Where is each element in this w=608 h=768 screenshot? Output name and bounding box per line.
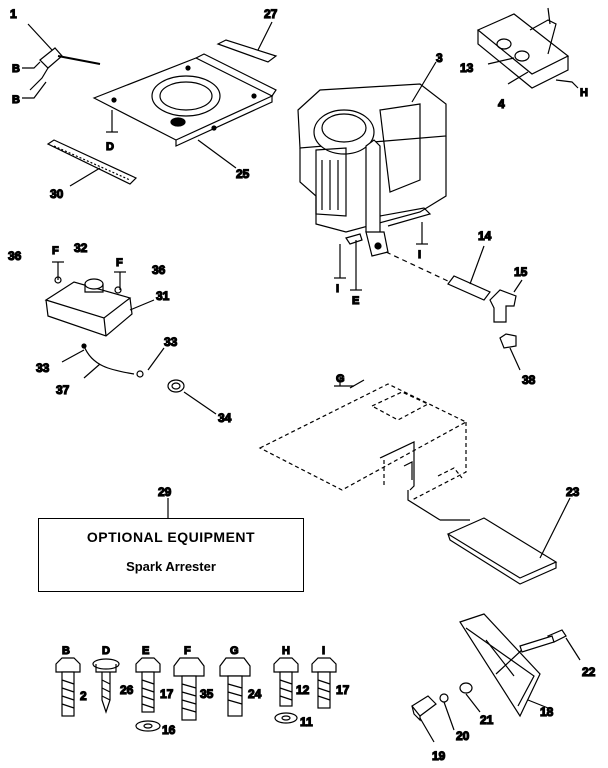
part-22-bolt <box>519 629 581 661</box>
callout-1: 1 <box>10 7 17 21</box>
callout-31: 31 <box>156 289 170 303</box>
hw-i-letter: I <box>322 645 325 657</box>
callout-4: 4 <box>498 97 505 111</box>
hw-bolt-i <box>311 657 337 709</box>
ref-g: G <box>336 373 345 385</box>
hw-bolt-b <box>55 657 81 717</box>
ref-h: H <box>580 87 588 99</box>
hw-bolt-e <box>135 657 161 732</box>
part-30-strip <box>46 139 138 187</box>
callout-33-b: 33 <box>164 335 178 349</box>
callout-14: 14 <box>478 229 492 243</box>
part-34-nut <box>167 379 217 415</box>
hw-bolt-g <box>219 657 251 717</box>
callout-25: 25 <box>236 167 250 181</box>
callout-19: 19 <box>432 749 446 763</box>
part-38-fitting <box>499 333 521 371</box>
part-4-control <box>476 7 579 89</box>
callout-32: 32 <box>74 241 88 255</box>
hw-b-num: 2 <box>80 689 87 703</box>
callout-13: 13 <box>460 61 474 75</box>
part-18-screen <box>459 613 549 718</box>
frame-outline <box>258 383 468 501</box>
hw-h-letter: H <box>282 645 290 657</box>
callout-18: 18 <box>540 705 554 719</box>
part-20-washer <box>439 693 455 731</box>
hw-i-num: 17 <box>336 683 350 697</box>
callout-21: 21 <box>480 713 494 727</box>
frame-bracket <box>334 374 415 491</box>
callout-36-a: 36 <box>8 249 22 263</box>
callout-30: 30 <box>50 187 64 201</box>
callout-23: 23 <box>566 485 580 499</box>
callout-20: 20 <box>456 729 470 743</box>
ref-i: I <box>418 249 421 261</box>
part-19-clip <box>411 695 437 743</box>
spark-arrester-label: Spark Arrester <box>126 559 216 574</box>
callout-29: 29 <box>158 485 172 499</box>
callout-34: 34 <box>218 411 232 425</box>
ref-b-2: B <box>12 94 20 106</box>
optional-equipment-title: OPTIONAL EQUIPMENT <box>86 529 256 545</box>
hw-e-washer: 16 <box>162 723 176 737</box>
part-15-elbow <box>489 279 523 323</box>
hw-f-letter: F <box>184 645 191 657</box>
ref-b-1: B <box>12 63 20 75</box>
part-23-deflector <box>407 490 571 585</box>
callout-3: 3 <box>436 51 443 65</box>
hw-h-num: 12 <box>296 683 310 697</box>
part-21-nut <box>459 682 481 713</box>
hw-e-num: 17 <box>160 687 174 701</box>
callout-33-a: 33 <box>36 361 50 375</box>
hw-g-num: 24 <box>248 687 262 701</box>
callout-22: 22 <box>582 665 596 679</box>
hw-g-letter: G <box>230 645 239 657</box>
part-37-cable <box>61 343 165 379</box>
ref-f-2: F <box>116 257 123 269</box>
hw-d-num: 26 <box>120 683 134 697</box>
callout-36-b: 36 <box>152 263 166 277</box>
ref-e: E <box>352 295 359 307</box>
hw-bolt-h <box>273 657 299 724</box>
part-1-bracket <box>22 23 101 99</box>
hw-screw-d <box>92 658 120 714</box>
callout-15: 15 <box>514 265 528 279</box>
callout-38: 38 <box>522 373 536 387</box>
part-25-plate <box>92 53 277 169</box>
hw-f-num: 35 <box>200 687 214 701</box>
hw-e-letter: E <box>142 645 149 657</box>
part-31-muffler <box>44 261 155 337</box>
callout-37: 37 <box>56 383 70 397</box>
hw-bolt-f <box>173 657 205 721</box>
ref-i-2: I <box>336 283 339 295</box>
optional-equipment-box: OPTIONAL EQUIPMENT Spark Arrester <box>38 518 304 592</box>
callout-27: 27 <box>264 7 278 21</box>
hw-d-letter: D <box>102 645 110 657</box>
hw-h-washer: 11 <box>300 715 313 729</box>
part-14-pipe <box>447 245 491 301</box>
part-27-bar <box>216 21 278 63</box>
ref-f-1: F <box>52 245 59 257</box>
hw-b-letter: B <box>62 645 70 657</box>
ref-d: D <box>106 141 114 153</box>
part-3-engine <box>297 61 451 291</box>
